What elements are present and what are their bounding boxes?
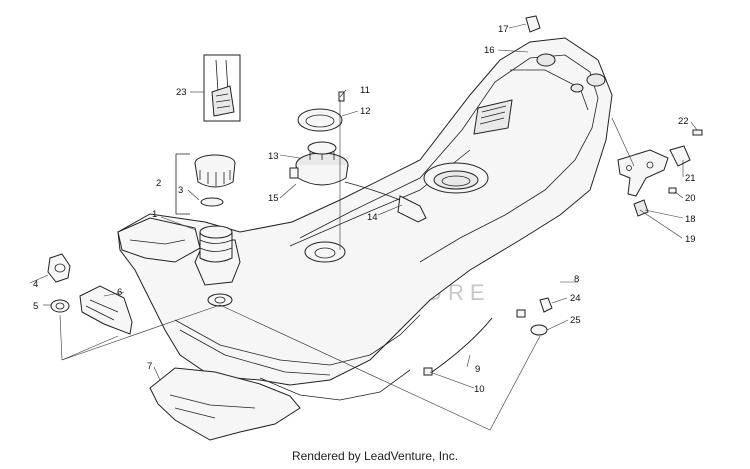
part-22-bolt [692,129,703,136]
callout-18: 18 [685,214,696,225]
callout-19: 19 [685,234,696,245]
callout-labels: 1 2 3 4 5 6 7 8 9 10 11 12 13 14 15 16 1… [33,24,696,395]
callout-24: 24 [570,293,581,304]
callout-8: 8 [574,274,579,285]
fuel-tank [117,37,613,401]
part-8-clamp [516,309,526,318]
part-11-screw [338,91,345,102]
part-25-grommet [530,324,548,336]
part-7-skid-plate [149,367,301,441]
callout-1: 1 [152,209,157,220]
part-6-heat-shield [79,285,133,335]
filler-neck [199,225,233,263]
callout-25: 25 [570,315,581,326]
callout-22: 22 [678,116,689,127]
part-13-fuel-pump [289,141,349,186]
callout-21: 21 [685,173,696,184]
part-9-hose [431,317,493,373]
part-21-bracket [617,149,669,197]
part-17-cap [525,15,541,33]
leader-lines [29,23,698,431]
part-20-fastener [668,187,677,194]
callout-12: 12 [360,106,371,117]
footer-credit: Rendered by LeadVenture, Inc. [291,449,459,463]
part-4-valve [47,253,71,283]
callout-11: 11 [360,85,370,96]
callout-20: 20 [685,193,696,204]
callout-14: 14 [367,212,378,223]
part-12-pump-gasket [297,108,343,132]
part-24-fitting [539,297,553,313]
part-14-connector [344,181,427,223]
part-18-clip [633,199,649,217]
callout-13: 13 [268,151,279,162]
part-23-fuel-sender [203,54,241,122]
part-21-clip [669,145,691,167]
callout-16: 16 [484,45,495,56]
callout-9: 9 [475,364,480,375]
callout-23: 23 [176,87,187,98]
callout-7: 7 [147,361,152,372]
part-5-grommet [50,299,70,313]
callout-4: 4 [33,279,38,290]
callout-3: 3 [178,185,183,196]
callout-15: 15 [268,193,279,204]
bracket-2 [175,153,190,215]
part-10-clamp [423,367,433,376]
callout-2: 2 [156,178,161,189]
callout-17: 17 [498,24,509,35]
callout-10: 10 [474,384,485,395]
part-2-fuel-cap [194,154,236,207]
callout-6: 6 [117,287,122,298]
callout-5: 5 [33,301,38,312]
